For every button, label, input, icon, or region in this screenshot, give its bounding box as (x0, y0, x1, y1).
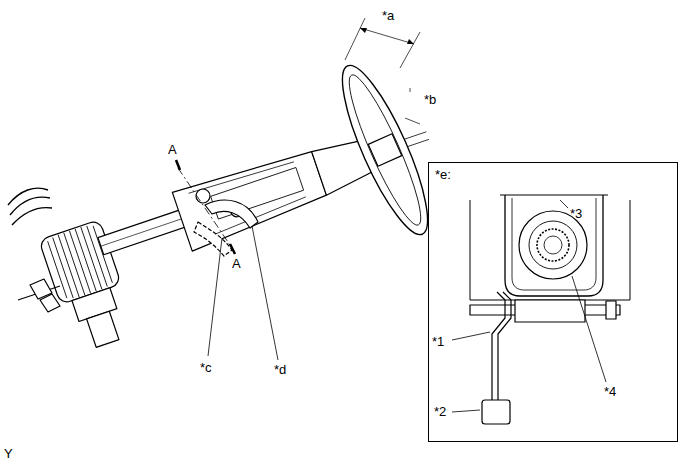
callout-number: *d (274, 362, 286, 377)
figure-code: Y (4, 446, 13, 461)
inset-heading: *e: (429, 163, 677, 182)
callout-number: *1 (432, 334, 444, 349)
callout-number: *2 (434, 404, 446, 419)
callout-number: *c (200, 360, 212, 375)
callout-number: *4 (604, 384, 616, 399)
dimension-label: *b (424, 92, 436, 107)
dimension-label: *a (382, 8, 394, 23)
inset-box: *e: (428, 162, 678, 442)
section-mark: A (232, 256, 241, 271)
callout-number: *3 (570, 206, 582, 221)
section-mark: A (168, 142, 177, 157)
